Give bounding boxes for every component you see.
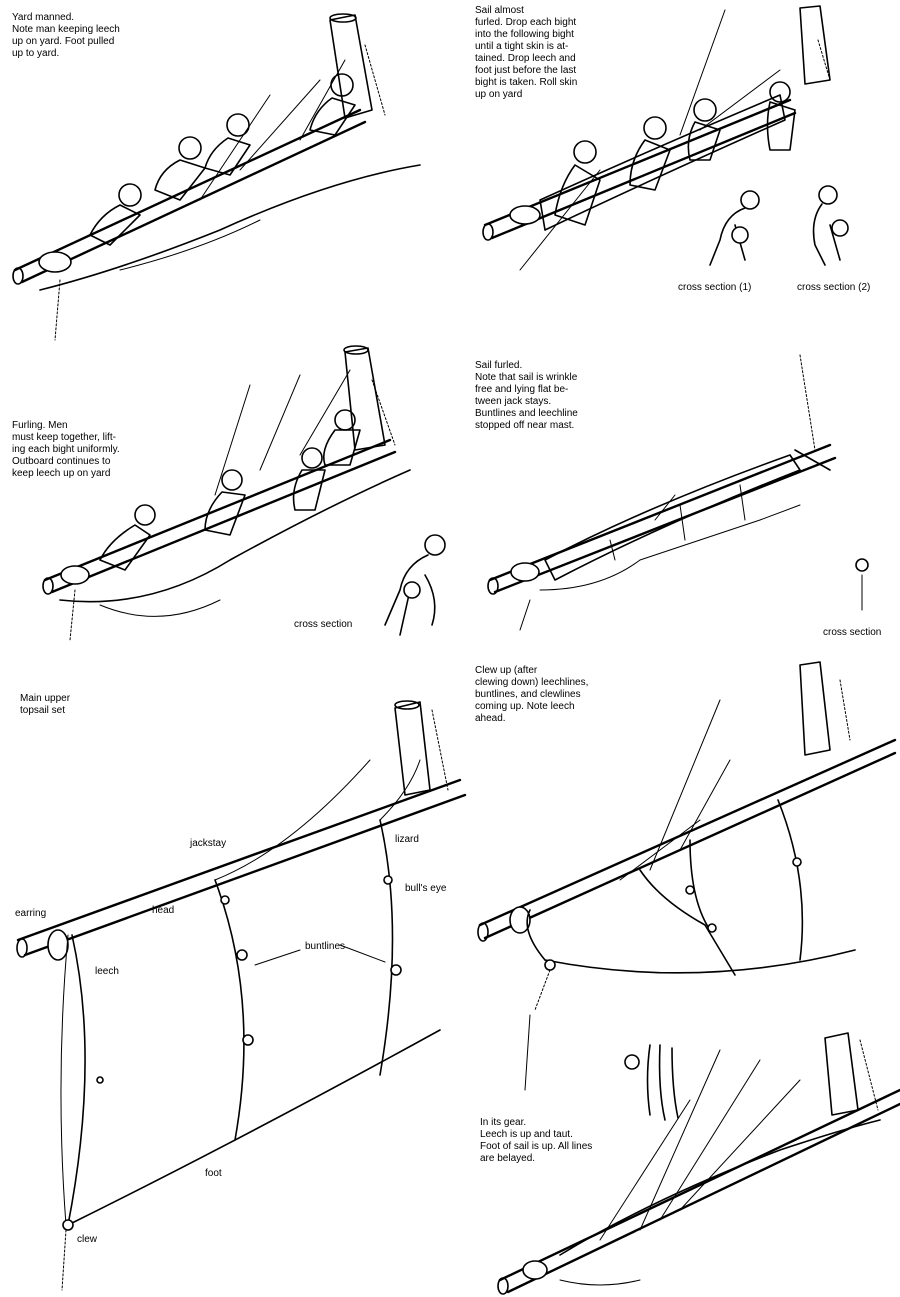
label-clew: clew	[77, 1234, 98, 1245]
panel-in-its-gear-drawing	[497, 1032, 900, 1295]
caption-yard-manned: Yard manned. Note man keeping leech up o…	[12, 12, 120, 59]
panel-clew-up-drawing	[477, 661, 897, 1121]
caption-clew-up: Clew up (after clewing down) leechlines,…	[475, 665, 589, 724]
label-leech: leech	[95, 966, 119, 977]
panel-main-upper-topsail-set-drawing	[16, 700, 467, 1291]
panel-yard-manned-drawing	[12, 13, 421, 341]
label-cross-section-2: cross section (2)	[797, 282, 871, 293]
caption-sail-almost-furled: Sail almost furled. Drop each bight into…	[475, 5, 578, 100]
panel-sail-furled-drawing	[487, 354, 869, 631]
panel-furling-drawing	[42, 345, 446, 641]
label-cross-section: cross section	[294, 619, 353, 630]
label-earring: earring	[15, 908, 47, 919]
caption-sail-furled: Sail furled. Note that sail is wrinkle f…	[475, 360, 578, 431]
label-bulls-eye: bull's eye	[405, 883, 447, 894]
panel-sail-almost-furled-drawing	[482, 5, 849, 271]
label-cross-section-furled: cross section	[823, 627, 882, 638]
label-jackstay: jackstay	[190, 838, 227, 849]
label-head: head	[152, 905, 175, 916]
caption-in-its-gear: In its gear. Leech is up and taut. Foot …	[480, 1117, 593, 1164]
caption-furling: Furling. Men must keep together, lift- i…	[12, 420, 120, 479]
label-buntlines: buntlines	[305, 941, 346, 952]
label-foot: foot	[205, 1168, 222, 1179]
label-cross-section-1: cross section (1)	[678, 282, 752, 293]
label-lizard: lizard	[395, 834, 419, 845]
caption-main-upper-topsail-set: Main upper topsail set	[20, 693, 71, 716]
